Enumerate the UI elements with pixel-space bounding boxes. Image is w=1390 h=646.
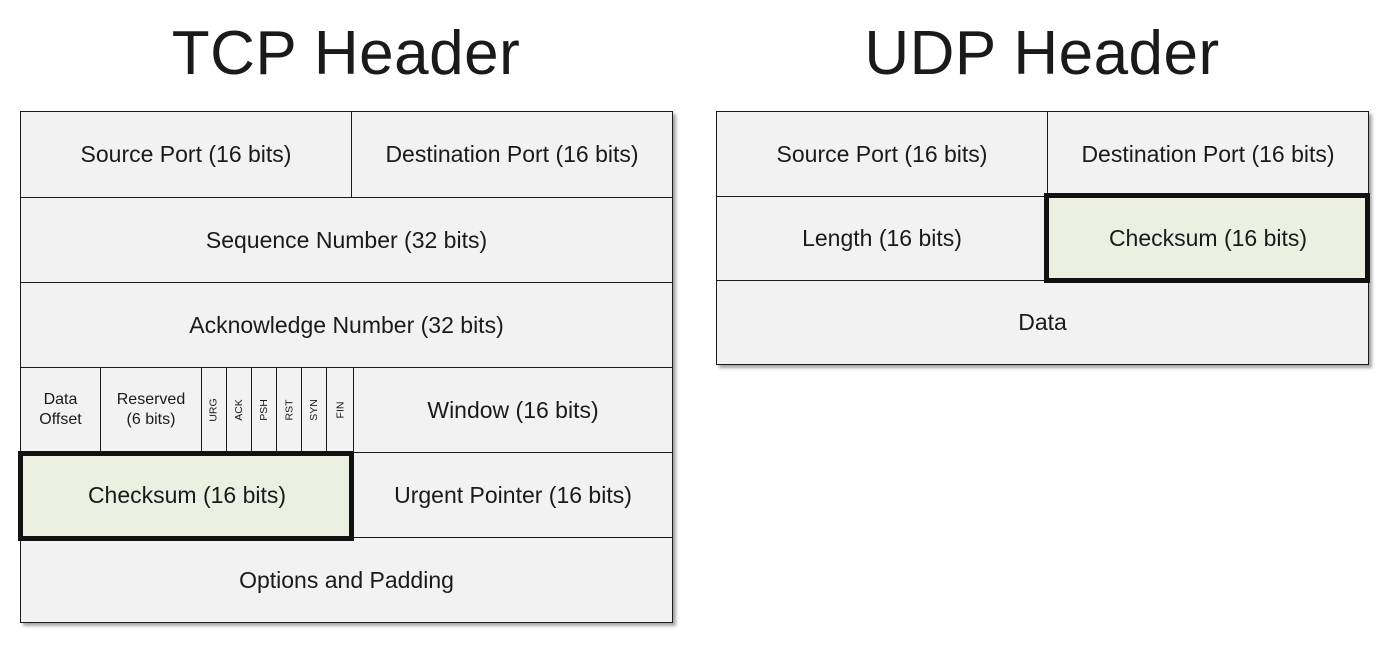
reserved-line-1: Reserved: [116, 391, 186, 408]
tcp-flag-ack: ACK: [226, 367, 251, 452]
flag-label: RST: [283, 399, 295, 421]
tcp-reserved-field: Reserved (6 bits): [100, 367, 201, 452]
udp-header-table: Source Port (16 bits) Destination Port (…: [716, 111, 1369, 365]
udp-data-field: Data: [717, 280, 1368, 364]
tcp-header-table: Source Port (16 bits) Destination Port (…: [20, 111, 673, 623]
tcp-acknowledge-number-field: Acknowledge Number (32 bits): [21, 282, 672, 367]
reserved-line-2: (6 bits): [126, 411, 176, 428]
tcp-window-field: Window (16 bits): [353, 367, 672, 452]
tcp-header-title: TCP Header: [171, 19, 521, 88]
tcp-flag-syn: SYN: [301, 367, 326, 452]
data-offset-line-1: Data: [43, 391, 78, 408]
udp-header-title: UDP Header: [864, 19, 1220, 88]
flag-label: FIN: [333, 401, 346, 419]
tcp-destination-port-field: Destination Port (16 bits): [351, 112, 672, 197]
udp-length-field: Length (16 bits): [717, 196, 1047, 280]
flag-label: SYN: [308, 399, 320, 421]
tcp-flag-urg: URG: [201, 367, 226, 452]
tcp-flag-rst: RST: [276, 367, 301, 452]
tcp-sequence-number-field: Sequence Number (32 bits): [21, 197, 672, 282]
tcp-flag-fin: FIN: [326, 367, 353, 452]
udp-source-port-field: Source Port (16 bits): [717, 112, 1047, 196]
tcp-checksum-field: Checksum (16 bits): [21, 452, 353, 537]
flag-label: URG: [208, 398, 220, 422]
tcp-urgent-pointer-field: Urgent Pointer (16 bits): [353, 452, 672, 537]
tcp-options-padding-field: Options and Padding: [21, 537, 672, 622]
tcp-data-offset-field: Data Offset: [21, 367, 100, 452]
data-offset-line-2: Offset: [39, 411, 82, 428]
flag-label: PSH: [258, 399, 270, 421]
tcp-flag-psh: PSH: [251, 367, 276, 452]
tcp-source-port-field: Source Port (16 bits): [21, 112, 351, 197]
flag-label: ACK: [233, 399, 245, 421]
udp-checksum-field: Checksum (16 bits): [1047, 196, 1368, 280]
udp-destination-port-field: Destination Port (16 bits): [1047, 112, 1368, 196]
